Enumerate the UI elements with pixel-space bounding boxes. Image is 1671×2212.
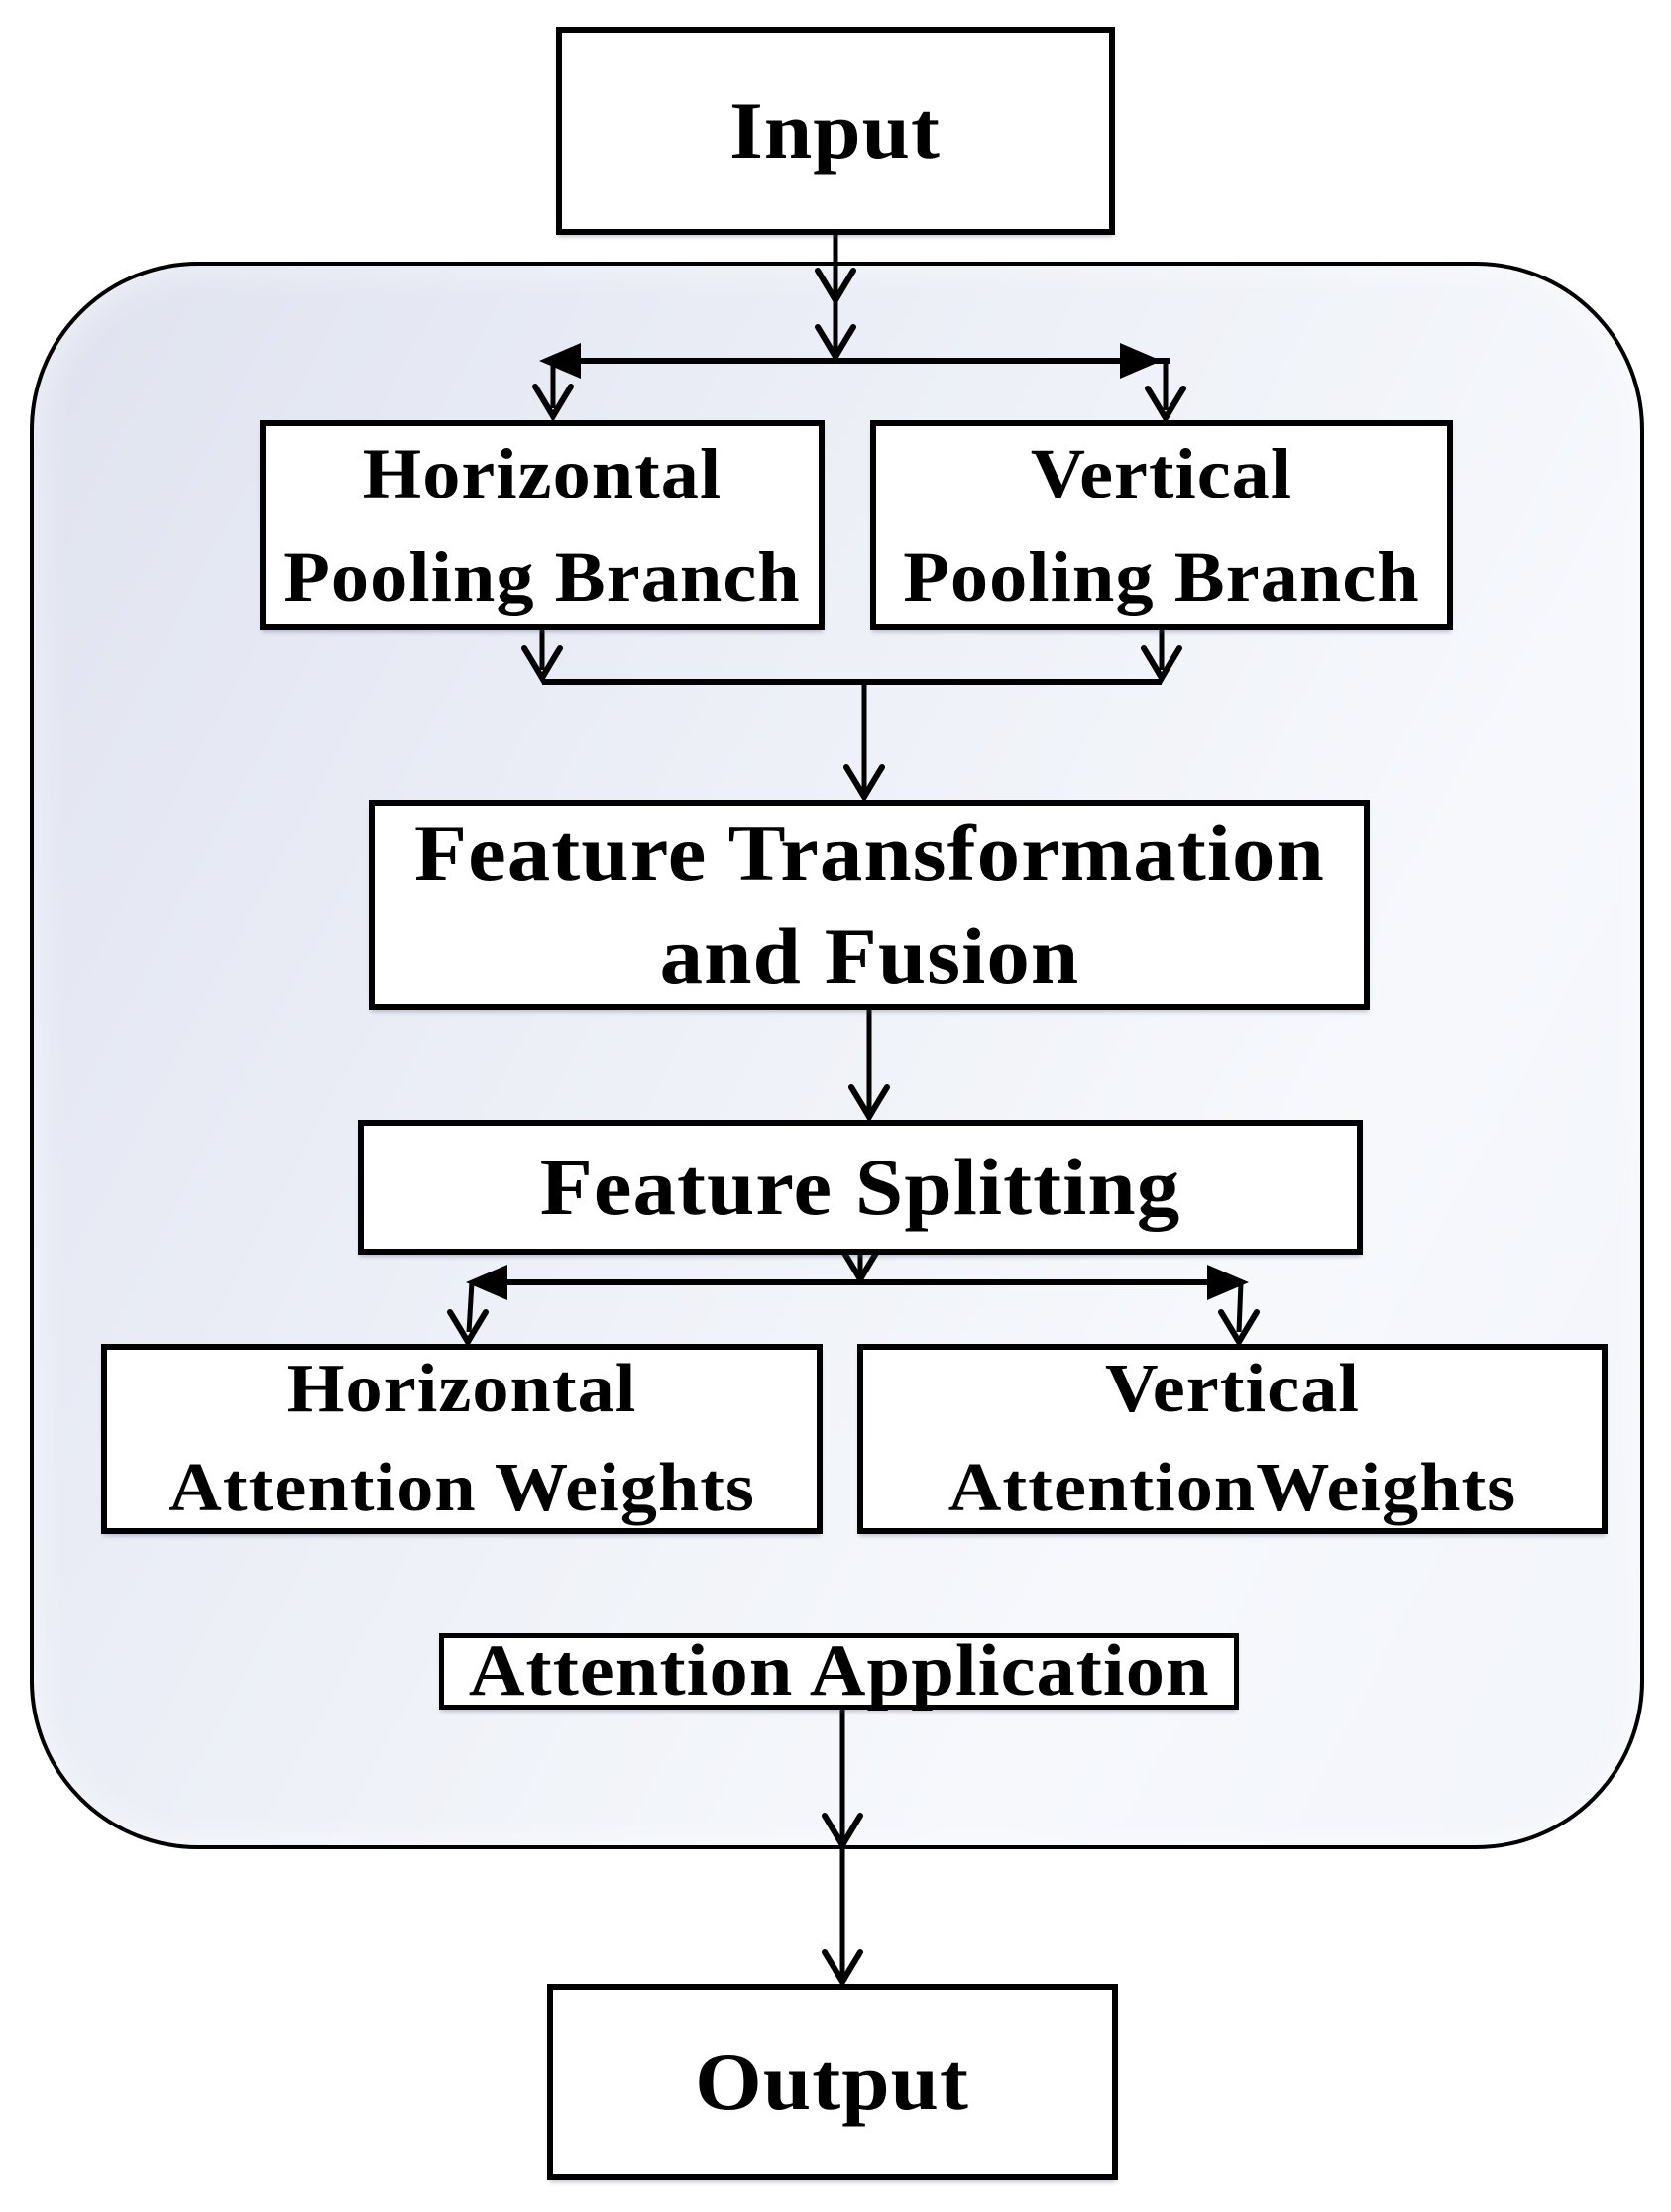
label-line-1: Vertical [1104,1351,1361,1427]
label-line-1: Feature Transformation [413,808,1325,898]
arrowhead-chevron-icon [532,384,574,422]
merge-pooling-to-fusion [521,630,1182,803]
attention-application-node: Attention Application [439,1630,1239,1712]
label-line-2: AttentionWeights [947,1450,1517,1526]
input-label-text: Input [729,85,942,175]
feature-splitting-label: Feature Splitting [540,1141,1181,1234]
horizontal-pooling-branch-label: Horizontal Pooling Branch [283,422,801,628]
arrowhead-chevron-icon [822,1949,863,1988]
arrowhead-triangle-right-icon [1120,343,1162,379]
arrowhead-chevron-icon [815,268,856,306]
vertical-attention-weights-label: Vertical AttentionWeights [948,1340,1516,1538]
bottom-splitter [447,1247,1260,1348]
horizontal-attention-weights-node: Horizontal Attention Weights [101,1344,823,1534]
arrow-application-to-output [822,1710,863,1988]
output-label: Output [696,2036,970,2129]
attention-application-label: Attention Application [469,1629,1210,1714]
arrowhead-chevron-icon [848,1084,890,1123]
arrowhead-triangle-right-icon [1207,1265,1249,1300]
arrowhead-triangle-left-icon [539,343,581,379]
arrowhead-chevron-icon [521,645,563,684]
label-line-2: Pooling Branch [903,537,1420,616]
label-line-2: Attention Weights [168,1450,755,1526]
attention-application-label-text: Attention Application [468,1630,1210,1712]
feature-splitting-node: Feature Splitting [358,1120,1363,1255]
arrowhead-chevron-icon [1218,1309,1260,1348]
horizontal-attention-weights-label: Horizontal Attention Weights [168,1340,755,1538]
vertical-pooling-branch-label: Vertical Pooling Branch [903,422,1420,628]
arrow-fusion-to-splitting [848,1010,890,1123]
input-node: Input [556,27,1115,235]
drop-line [1236,1281,1244,1333]
arrowhead-chevron-icon [822,1813,863,1851]
arrowhead-chevron-icon [1141,645,1182,684]
label-line-1: Horizontal [362,434,723,513]
arrowhead-triangle-left-icon [466,1265,507,1300]
horizontal-pooling-branch-node: Horizontal Pooling Branch [260,420,825,630]
label-line-1: Horizontal [286,1351,637,1427]
arrowhead-chevron-icon [815,324,856,363]
top-splitter [532,343,1186,424]
label-line-2: Pooling Branch [283,537,801,616]
arrowhead-chevron-icon [1145,386,1186,424]
output-label-text: Output [695,2037,970,2127]
output-node: Output [547,1984,1118,2180]
arrowhead-chevron-icon [447,1309,489,1348]
vertical-attention-weights-node: Vertical AttentionWeights [857,1344,1608,1534]
arrow-input-to-top-splitter [815,235,856,363]
feature-transformation-fusion-node: Feature Transformation and Fusion [369,800,1370,1010]
feature-transformation-fusion-label: Feature Transformation and Fusion [414,802,1325,1008]
feature-splitting-label-text: Feature Splitting [539,1142,1181,1232]
drop-line [466,1281,475,1333]
vertical-pooling-branch-node: Vertical Pooling Branch [870,420,1453,630]
label-line-2: and Fusion [659,911,1079,1001]
arrowhead-chevron-icon [843,764,885,803]
input-label: Input [729,84,941,177]
label-line-1: Vertical [1030,434,1293,513]
